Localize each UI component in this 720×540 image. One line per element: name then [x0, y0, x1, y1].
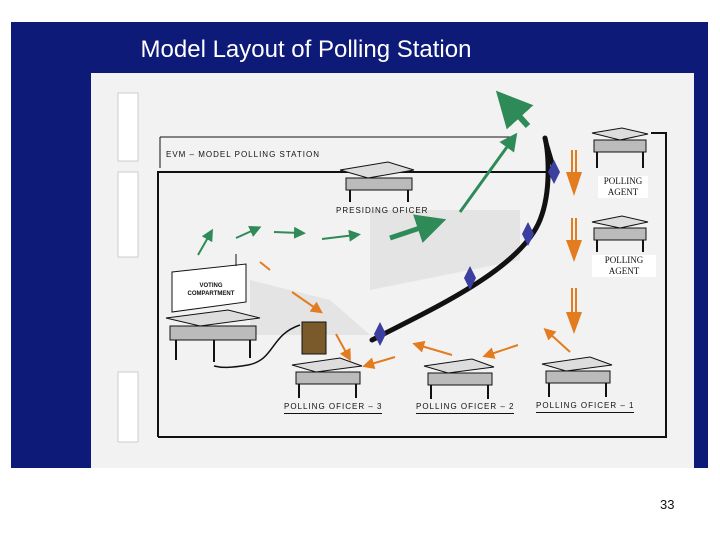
polling-agent-table-2 — [591, 215, 649, 252]
left-window-lower — [117, 371, 139, 443]
polling-officer-3-table — [291, 357, 363, 398]
voter-marker — [522, 222, 534, 246]
flow-arrow — [321, 229, 361, 242]
room-wall-right — [158, 132, 667, 438]
polling-officer-3-label: POLLING OFICER – 3 — [284, 402, 383, 414]
voter-marker — [374, 322, 386, 346]
polling-officer-2-label: POLLING OFICER – 2 — [416, 402, 515, 414]
sightline-arrow — [362, 356, 396, 370]
left-window-upper — [117, 92, 139, 162]
slide-title: Model Layout of Polling Station — [140, 36, 472, 63]
left-window-middle — [117, 171, 139, 258]
sightline-arrow — [412, 340, 453, 356]
voter-marker — [548, 160, 560, 184]
flow-arrow — [273, 226, 306, 239]
sightline-arrow — [259, 261, 271, 271]
flow-arrow — [389, 214, 447, 243]
flow-arrow — [197, 228, 213, 256]
voting-compartment-label: VOTING COMPARTMENT — [187, 283, 235, 297]
flow-arrow — [235, 225, 262, 239]
polling-agent-table-1 — [591, 127, 649, 168]
polling-officer-2-table — [423, 358, 495, 399]
flow-arrow — [458, 132, 518, 213]
down-arrow — [566, 218, 582, 262]
polling-officer-1-table — [541, 356, 613, 397]
polling-agent-label-2: POLLING AGENT — [592, 255, 656, 277]
sightline-arrow — [482, 344, 519, 359]
evm-cable — [213, 324, 301, 369]
polling-officer-1-label: POLLING OFICER – 1 — [536, 401, 635, 413]
header-label: EVM – MODEL POLLING STATION — [166, 150, 320, 159]
sightline-arrow — [291, 291, 323, 314]
page-number: 33 — [660, 497, 675, 512]
floor-shade — [370, 210, 520, 290]
presiding-officer-label: PRESIDING OFICER — [336, 206, 429, 215]
control-unit — [301, 321, 327, 355]
down-arrow — [566, 150, 582, 196]
room-wall-left — [157, 171, 548, 437]
exit-arrow — [495, 90, 534, 130]
sightline-arrow — [543, 327, 571, 353]
presiding-officer-table — [339, 161, 415, 202]
voter-marker — [464, 266, 476, 290]
voting-compartment — [165, 254, 261, 362]
down-arrow — [566, 288, 582, 334]
sightline-arrow — [335, 333, 351, 362]
polling-agent-label-1: POLLING AGENT — [598, 176, 648, 198]
